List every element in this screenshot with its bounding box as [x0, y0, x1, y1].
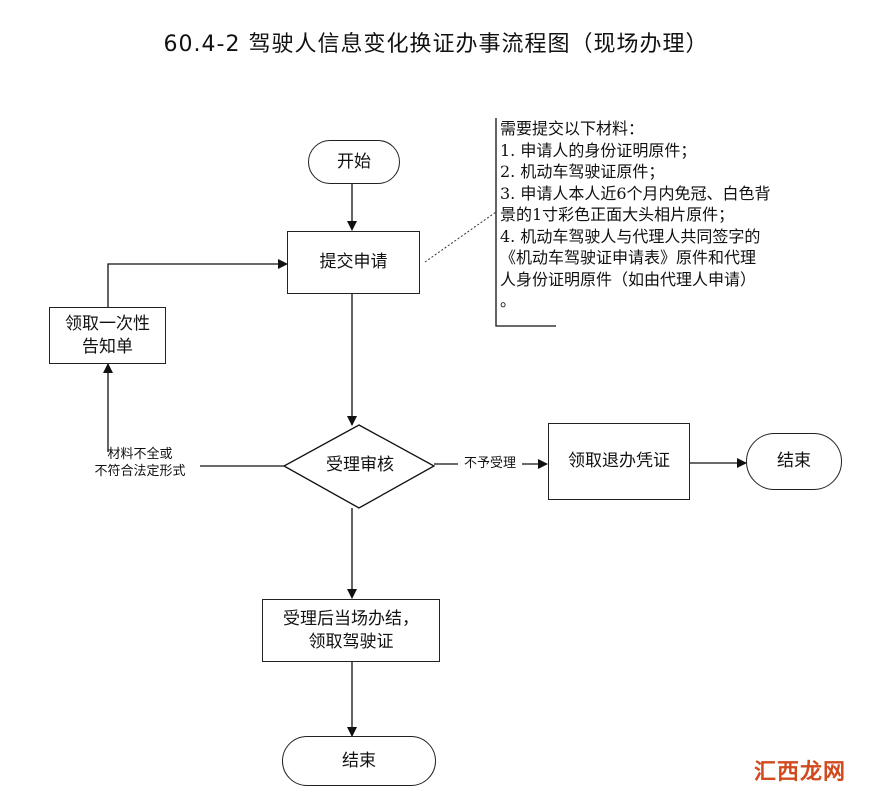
note-line: 人身份证明原件（如由代理人申请）	[500, 269, 757, 289]
note-line: 3. 申请人本人近6个月内免冠、白色背	[500, 183, 771, 203]
end-bottom-node: 结束	[282, 736, 436, 786]
notice-node: 领取一次性 告知单	[49, 307, 166, 364]
notice-label-line1: 领取一次性	[65, 313, 150, 334]
refund-label: 领取退办凭证	[568, 451, 670, 471]
page-title: 60.4-2 驾驶人信息变化换证办事流程图（现场办理）	[163, 32, 709, 57]
incomplete-label-line1: 材料不全或	[107, 447, 173, 462]
review-node: 受理审核	[300, 450, 420, 480]
end-bottom-label: 结束	[342, 750, 376, 771]
end-right-label: 结束	[777, 451, 811, 471]
materials-note: 需要提交以下材料： 1. 申请人的身份证明原件； 2. 机动车驾驶证原件； 3.…	[500, 118, 848, 312]
submit-label: 提交申请	[319, 252, 388, 272]
complete-node: 受理后当场办结， 领取驾驶证	[262, 599, 440, 662]
review-diamond	[282, 424, 436, 509]
note-bracket	[495, 118, 556, 327]
notice-label-line2: 告知单	[82, 336, 133, 357]
complete-label-line1: 受理后当场办结，	[283, 608, 419, 629]
review-label: 受理审核	[326, 454, 394, 475]
arrow-notice-to-submit	[107, 259, 288, 307]
note-line: 。	[500, 291, 517, 310]
watermark: 汇西龙网	[753, 759, 846, 785]
rejected-edge-label: 不予受理	[463, 456, 516, 471]
note-dashed-connector	[424, 211, 497, 263]
refund-node: 领取退办凭证	[548, 423, 690, 500]
note-line: 需要提交以下材料：	[500, 119, 645, 138]
complete-label-line2: 领取驾驶证	[308, 631, 394, 652]
note-line: 4. 机动车驾驶人与代理人共同签字的	[500, 226, 761, 246]
note-line: 《机动车驾驶证申请表》原件和代理	[500, 248, 757, 267]
note-line: 1. 申请人的身份证明原件；	[500, 140, 697, 160]
submit-node: 提交申请	[287, 231, 420, 294]
start-node: 开始	[308, 140, 400, 184]
note-line: 2. 机动车驾驶证原件；	[500, 162, 665, 181]
start-label: 开始	[337, 151, 371, 172]
end-right-node: 结束	[746, 433, 842, 490]
incomplete-edge-label: 材料不全或 不符合法定形式	[70, 446, 210, 480]
incomplete-label-line2: 不符合法定形式	[94, 464, 186, 479]
note-line: 景的1寸彩色正面大头相片原件；	[500, 205, 735, 224]
